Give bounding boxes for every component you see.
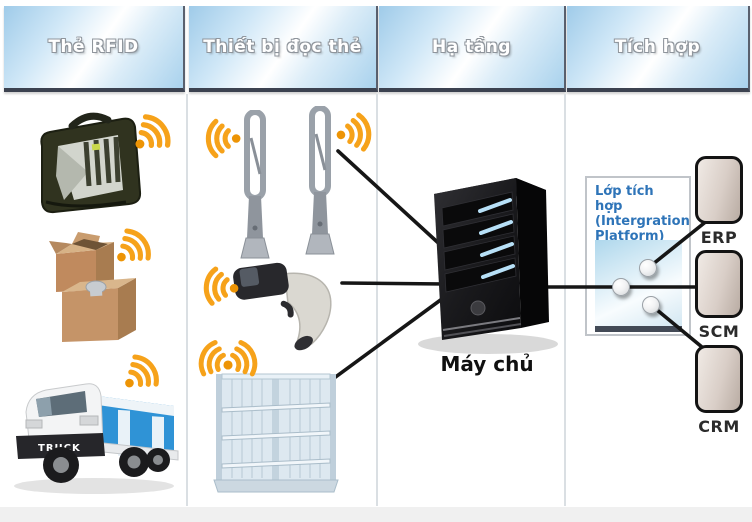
crm-label: CRM — [698, 417, 740, 436]
rfid-signal-icon — [117, 228, 151, 262]
column-divider — [564, 94, 566, 506]
line-gate-to-server — [336, 149, 448, 252]
server-image — [418, 178, 558, 354]
rfid-signal-icon — [125, 354, 159, 388]
rfid-gate-antenna-right — [305, 106, 335, 255]
column-header-label: Thẻ RFID — [48, 37, 139, 57]
connector-dot-input — [612, 278, 630, 296]
line-scanner-to-server — [340, 281, 448, 286]
laptop-bag-image — [40, 112, 142, 214]
erp-box — [695, 156, 743, 224]
line-platform-to-crm — [649, 303, 710, 354]
column-divider — [186, 94, 188, 506]
connector-dot-crm — [642, 296, 660, 314]
column-header-infrastructure: Hạ tầng — [379, 6, 566, 92]
crm-box — [695, 345, 743, 413]
rfid-signal-double-icon — [198, 340, 258, 377]
rfid-signal-icon — [205, 118, 241, 159]
column-header-integration: Tích hợp — [567, 6, 750, 92]
column-header-label: Tích hợp — [614, 37, 701, 57]
column-header-readers: Thiết bị đọc thẻ — [189, 6, 378, 92]
platform-label-line2: (Intergration — [595, 213, 690, 229]
rfid-signal-icon — [203, 266, 239, 306]
bottom-margin — [0, 507, 752, 522]
scm-label: SCM — [698, 322, 740, 341]
rfid-signal-icon — [336, 112, 372, 152]
line-platform-to-erp — [646, 218, 710, 270]
column-header-rfid-tags: Thẻ RFID — [4, 6, 185, 92]
column-divider — [376, 94, 378, 506]
rfid-gate-antenna-left — [240, 110, 270, 259]
smart-shelf-image — [213, 373, 339, 493]
line-shelf-to-server — [324, 294, 448, 386]
erp-label: ERP — [700, 228, 738, 247]
scm-box — [695, 250, 743, 318]
column-header-label: Thiết bị đọc thẻ — [203, 37, 362, 57]
delivery-truck-image: TRUCK — [14, 383, 179, 494]
platform-label-line1: Lớp tích hợp — [595, 184, 654, 214]
cardboard-boxes-image — [49, 232, 136, 342]
server-label: Máy chủ — [440, 352, 534, 376]
connector-dot-erp — [639, 259, 657, 277]
platform-panel-base — [595, 326, 682, 332]
rfid-signal-icon — [135, 114, 171, 149]
hp-logo — [470, 300, 486, 316]
handheld-scanner-image — [233, 262, 332, 351]
column-header-label: Hạ tầng — [432, 37, 511, 57]
